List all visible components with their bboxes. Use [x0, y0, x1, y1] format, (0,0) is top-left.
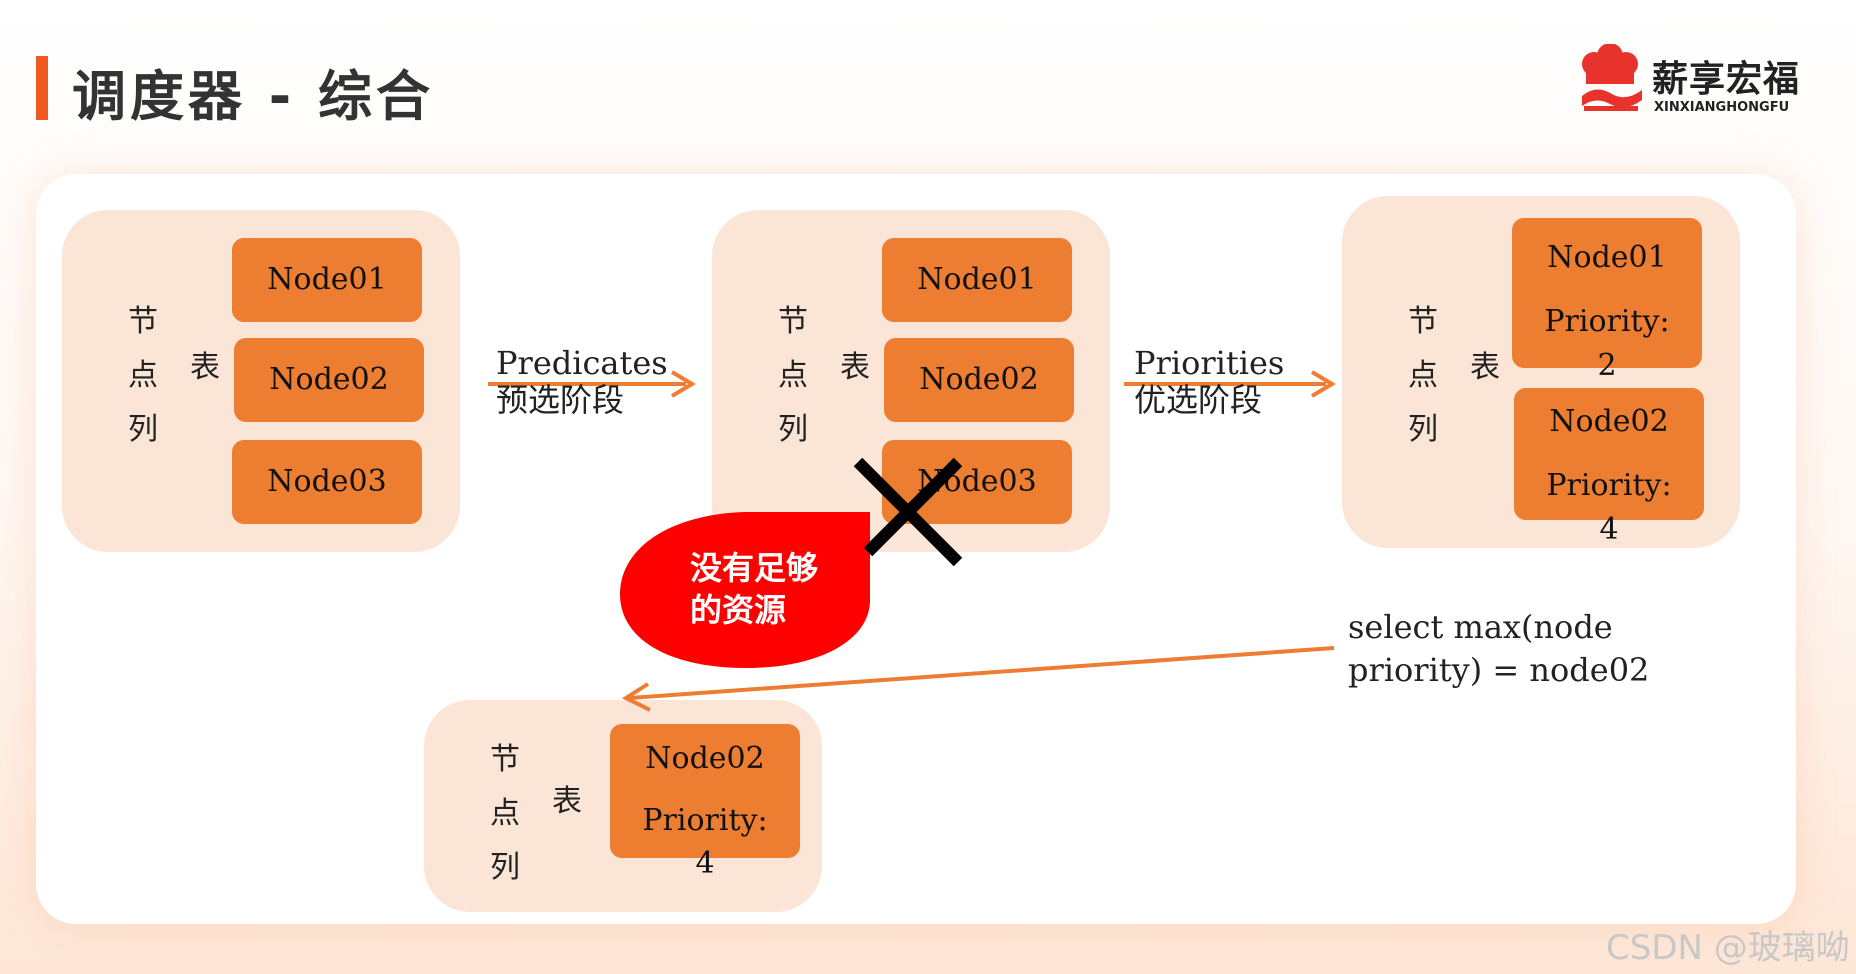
page-title: 调度器 - 综合 [72, 65, 435, 128]
node-box: Node02 [884, 338, 1074, 422]
predicates-label: Predicates 预选阶段 [496, 344, 668, 420]
brand-name-en: XINXIANGHONGFU [1654, 100, 1790, 115]
node-box-with-priority: Node01 Priority: [1512, 218, 1702, 368]
priority-value: 4 [1599, 512, 1619, 547]
priorities-label: Priorities 优选阶段 [1134, 344, 1285, 420]
chef-hat-logo-icon [1582, 44, 1642, 111]
priorities-arrow [1124, 370, 1336, 398]
node-box: Node01 [882, 238, 1072, 322]
node-list-label: 节点列 [778, 304, 808, 447]
select-arrow [621, 646, 1335, 712]
node-box: Node01 [232, 238, 422, 322]
priority-value: 2 [1597, 348, 1617, 383]
node-list-label-side: 表 [1470, 350, 1500, 385]
node-box: Node02 [234, 338, 424, 422]
node-list-label-side: 表 [552, 784, 582, 819]
brand-logo: 薪享宏福 XINXIANGHONGFU [1576, 44, 1826, 124]
node-list-label: 节点列 [128, 304, 158, 447]
rejection-speech-bubble [620, 512, 870, 668]
priority-value: 4 [695, 846, 715, 881]
node-box: Node03 [232, 440, 422, 524]
rejected-x-mark [853, 457, 963, 567]
node-list-label-side: 表 [840, 350, 870, 385]
node-box-with-priority: Node02 Priority: [610, 724, 800, 858]
node-list-group-after-predicates: 节点列 表 Node01 Node02 Node03 [712, 210, 1110, 552]
title-accent-bar [36, 56, 48, 120]
predicates-arrow [488, 370, 696, 398]
node-list-group-after-priorities: 节点列 表 Node01 Priority: Node02 Priority: … [1342, 196, 1740, 548]
node-box-with-priority: Node02 Priority: [1514, 388, 1704, 520]
node-list-label-side: 表 [190, 350, 220, 385]
node-list-group-initial: 节点列 表 Node01 Node02 Node03 [62, 210, 460, 552]
rejection-note: 没有足够 的资源 [690, 549, 819, 629]
node-list-label: 节点列 [1408, 304, 1438, 447]
watermark: CSDN @玻璃呦 [1606, 928, 1850, 968]
node-list-group-selected: 节点列 表 Node02 Priority: 4 [424, 700, 822, 912]
brand-name-cn: 薪享宏福 [1652, 59, 1801, 100]
node-list-label: 节点列 [490, 742, 520, 885]
